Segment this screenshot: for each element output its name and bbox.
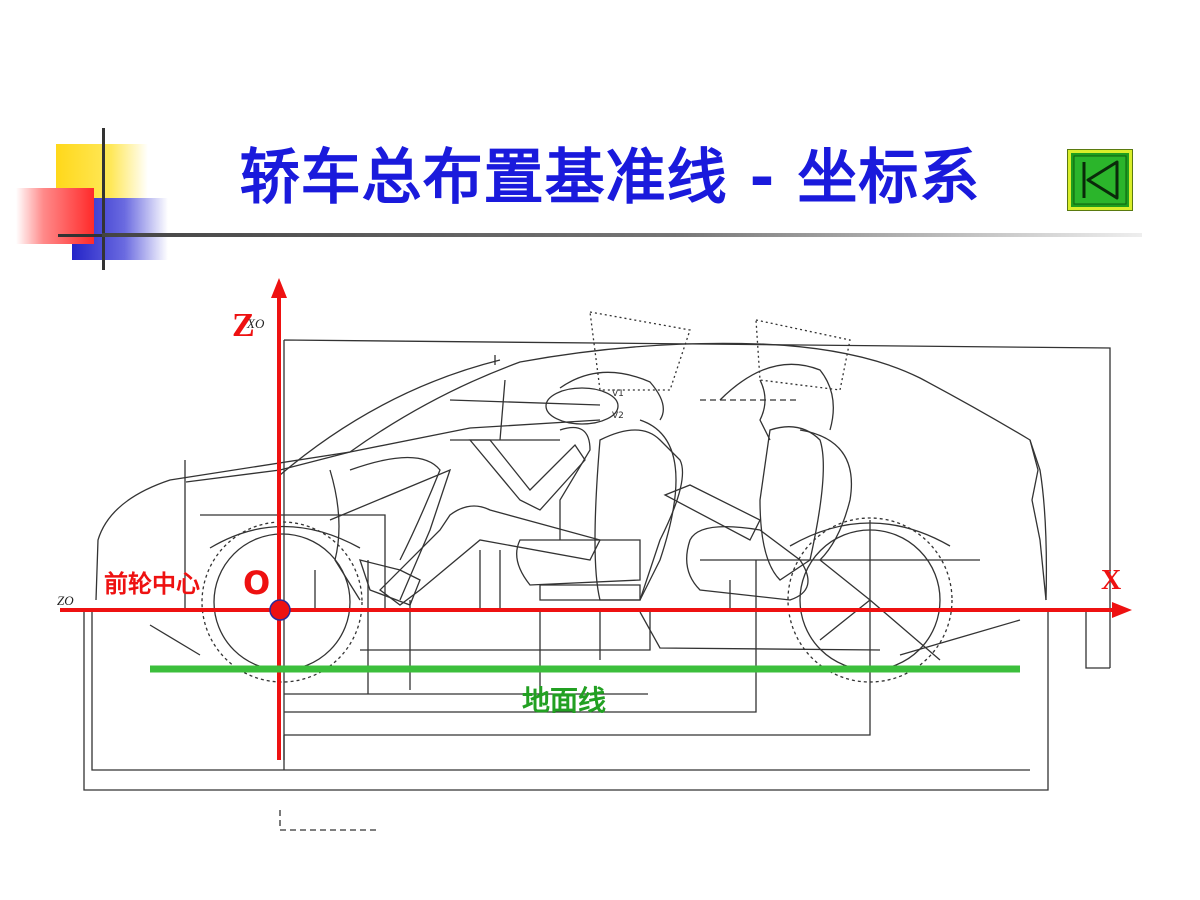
driver-arm — [468, 439, 586, 511]
zo-label: ZO — [57, 593, 74, 608]
driver-leg — [379, 505, 601, 606]
v1-label: V1 — [612, 389, 624, 399]
back-to-start-icon — [1071, 153, 1129, 207]
car-hood-line — [185, 451, 351, 483]
page-title: 轿车总布置基准线 - 坐标系 — [239, 143, 981, 213]
v2-label: V2 — [612, 411, 624, 421]
front-seat — [594, 429, 684, 601]
ground-line-label: 地面线 — [522, 684, 606, 717]
x-axis-arrow — [1112, 602, 1132, 618]
car-roof-line — [279, 359, 501, 476]
z-axis-label: Z — [232, 307, 255, 344]
coordinate-axes — [60, 278, 1132, 760]
passenger-head — [719, 363, 834, 431]
steering-column — [349, 419, 601, 453]
origin-label: O — [243, 564, 270, 602]
car-line-drawing — [83, 311, 1111, 831]
xo-label: XO — [246, 316, 265, 331]
deco-vertical-line — [102, 128, 105, 270]
front-wheel-center-label: 前轮中心 — [104, 570, 200, 598]
driver-head — [545, 387, 619, 425]
z-axis-arrow — [271, 278, 287, 298]
back-to-start-button[interactable] — [1067, 149, 1133, 211]
deco-horizontal-line — [58, 234, 118, 237]
rear-seat — [759, 426, 824, 581]
dimension-lines — [83, 339, 1111, 791]
origin-point — [269, 599, 291, 621]
title-rule — [102, 233, 1142, 237]
x-axis-label: X — [1101, 565, 1121, 596]
